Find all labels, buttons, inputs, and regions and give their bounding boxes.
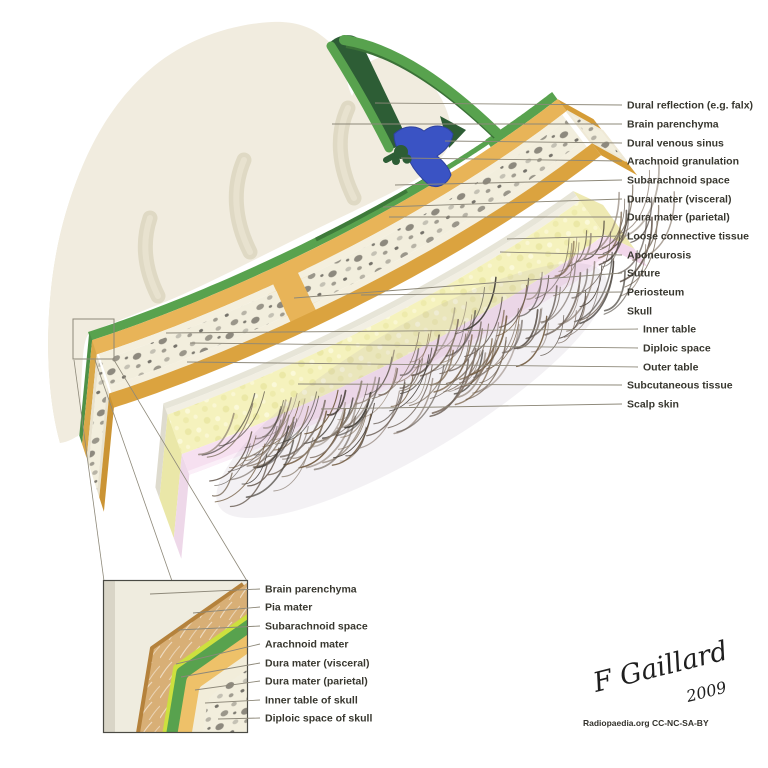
inset-label-5: Dura mater (parietal): [265, 676, 368, 688]
inset-label-0: Brain parenchyma: [265, 584, 357, 596]
inset-label-6: Inner table of skull: [265, 695, 358, 707]
dura-over-lobe-arc: [339, 35, 502, 138]
inset-layer-bands: [136, 582, 247, 732]
signature: F Gaillard 2009: [589, 636, 731, 707]
skull-slab: [79, 91, 638, 512]
main-label-8: Aponeurosis: [627, 250, 691, 262]
brain-sulci-shading: [137, 100, 362, 304]
dural-reflection-group: [326, 35, 502, 188]
signature-year: 2009: [683, 678, 728, 707]
main-label-11: Skull: [627, 306, 652, 318]
fan-lines: [73, 359, 248, 582]
inset-label-7: Diploic space of skull: [265, 713, 372, 725]
dural-venous-sinus-shape: [393, 125, 454, 188]
main-label-13: Diploic space: [643, 343, 711, 355]
leader-lines: [165, 102, 639, 410]
brain-illustration: [48, 21, 451, 443]
hair: [197, 162, 675, 519]
main-label-16: Scalp skin: [627, 399, 679, 411]
falx-left-dura-band: [326, 41, 394, 153]
main-labels: Dural reflection (e.g. falx) Brain parenc…: [627, 100, 753, 411]
arachnoid-granulation-shape: [383, 145, 412, 165]
main-label-2: Dural venous sinus: [627, 138, 724, 150]
main-label-15: Subcutaneous tissue: [627, 380, 733, 392]
inset-label-3: Arachnoid mater: [265, 639, 348, 651]
main-label-10: Periosteum: [627, 287, 684, 299]
inset-border: [102, 579, 249, 734]
credit-line: Radiopaedia.org CC-NC-SA-BY: [583, 718, 709, 728]
main-label-6: Dura mater (parietal): [627, 212, 730, 224]
main-label-12: Inner table: [643, 324, 696, 336]
inset-marker-box: [72, 318, 115, 360]
main-label-14: Outer table: [643, 362, 699, 374]
main-label-1: Brain parenchyma: [627, 119, 719, 131]
falx-shape: [328, 35, 406, 149]
inset-label-2: Subarachnoid space: [265, 621, 368, 633]
main-label-4: Subarachnoid space: [627, 175, 730, 187]
inset-label-1: Pia mater: [265, 602, 312, 614]
inset-label-4: Dura mater (visceral): [265, 658, 369, 670]
inset-leader-lines: [149, 588, 261, 720]
main-label-9: Suture: [627, 268, 660, 280]
inset-side-face: [104, 581, 115, 732]
main-label-5: Dura mater (visceral): [627, 194, 731, 206]
main-label-7: Loose connective tissue: [627, 231, 749, 243]
main-label-3: Arachnoid granulation: [627, 156, 739, 168]
main-label-0: Dural reflection (e.g. falx): [627, 100, 753, 112]
